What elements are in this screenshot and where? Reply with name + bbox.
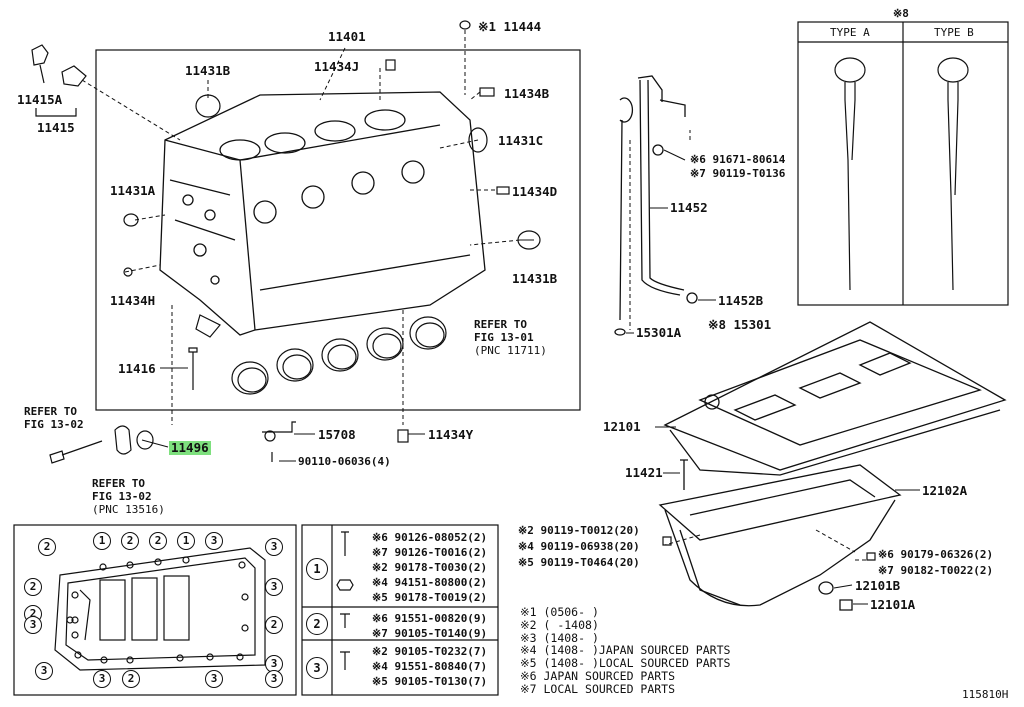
diagram-id: 115810H	[962, 688, 1009, 701]
part-11401[interactable]: 11401	[328, 29, 366, 44]
pan-callout-3: 3	[24, 616, 42, 634]
pan-callout-2: 2	[122, 670, 140, 688]
bolt-group-1-rows[interactable]: ※6 90126-08052(2)※7 90126-T0016(2)※2 901…	[372, 531, 488, 604]
bolt-group-1-marker: 1	[306, 558, 328, 580]
upper-oil-pan-drawing	[663, 321, 1007, 476]
pan-callout-2: 2	[24, 578, 42, 596]
pan-callout-3: 3	[35, 662, 53, 680]
pan-bolt-pattern-box	[13, 524, 297, 696]
pan-callout-3: 3	[205, 532, 223, 550]
lower-oil-pan-drawing	[658, 464, 902, 607]
pan-callout-3: 3	[93, 670, 111, 688]
part-90119-t0136[interactable]: ※7 90119-T0136	[690, 167, 786, 180]
pan-callout-3: 3	[265, 670, 283, 688]
dipstick-types-box	[797, 21, 1009, 306]
part-11431c[interactable]: 11431C	[498, 133, 544, 148]
pan-callout-3: 3	[205, 670, 223, 688]
part-11421[interactable]: 11421	[625, 465, 663, 480]
pan-callout-1: 1	[93, 532, 111, 550]
part-11444[interactable]: ※1 11444	[478, 19, 542, 34]
cylinder-block-drawing	[159, 91, 486, 336]
part-12102a[interactable]: 12102A	[922, 483, 968, 498]
part-11452[interactable]: 11452	[670, 200, 708, 215]
footnotes: ※1 (0506- )※2 ( -1408)※3 (1408- )※4 (140…	[520, 605, 731, 696]
part-91671-80614[interactable]: ※6 91671-80614	[690, 153, 786, 166]
dipstick-type-a-label: TYPE A	[830, 26, 870, 39]
pan-callout-2: 2	[38, 538, 56, 556]
bolt-group-2-marker: 2	[306, 613, 328, 635]
part-11496-highlighted[interactable]: 11496	[169, 440, 211, 455]
pan-bolts-right[interactable]: ※6 90179-06326(2)※7 90182-T0022(2)	[878, 548, 994, 577]
part-11415[interactable]: 11415	[37, 120, 75, 135]
bolt-group-2-rows[interactable]: ※6 91551-00820(9)※7 90105-T0140(9)	[372, 612, 488, 640]
part-11431b-top[interactable]: 11431B	[185, 63, 231, 78]
pan-callout-2: 2	[149, 532, 167, 550]
part-15708[interactable]: 15708	[318, 427, 356, 442]
part-15301[interactable]: ※8 15301	[708, 317, 772, 332]
pan-callout-2: 2	[121, 532, 139, 550]
pan-callout-3: 3	[265, 655, 283, 673]
part-11434d[interactable]: 11434D	[512, 184, 558, 199]
pan-callout-1: 1	[177, 532, 195, 550]
part-12101b[interactable]: 12101B	[855, 578, 901, 593]
dipstick-types-header: ※8	[893, 7, 909, 20]
part-11434j[interactable]: 11434J	[314, 59, 360, 74]
part-12101a[interactable]: 12101A	[870, 597, 916, 612]
cylinder-block-frame	[95, 49, 581, 411]
part-11431b-low[interactable]: 11431B	[512, 271, 558, 286]
part-11416[interactable]: 11416	[118, 361, 156, 376]
pan-callout-3: 3	[265, 578, 283, 596]
part-90110-06036[interactable]: 90110-06036(4)	[298, 455, 391, 468]
small-parts	[31, 20, 541, 464]
part-11434b[interactable]: 11434B	[504, 86, 550, 101]
part-11452b[interactable]: 11452B	[718, 293, 764, 308]
bolt-table-box	[301, 524, 499, 696]
bolt-group-3-rows[interactable]: ※2 90105-T0232(7)※4 91551-80840(7)※5 901…	[372, 645, 488, 688]
pan-callout-3: 3	[265, 538, 283, 556]
part-11431a[interactable]: 11431A	[110, 183, 156, 198]
dipstick-type-b-label: TYPE B	[934, 26, 974, 39]
part-11434h[interactable]: 11434H	[110, 293, 156, 308]
part-12101[interactable]: 12101	[603, 419, 641, 434]
pan-callout-2: 2	[265, 616, 283, 634]
part-11415a[interactable]: 11415A	[17, 92, 63, 107]
part-11434y[interactable]: 11434Y	[428, 427, 474, 442]
bolt-group-3-marker: 3	[306, 657, 328, 679]
dipstick-assembly	[614, 75, 698, 336]
part-15301a[interactable]: 15301A	[636, 325, 682, 340]
pan-bolts-left[interactable]: ※2 90119-T0012(20)※4 90119-06938(20)※5 9…	[518, 524, 640, 569]
